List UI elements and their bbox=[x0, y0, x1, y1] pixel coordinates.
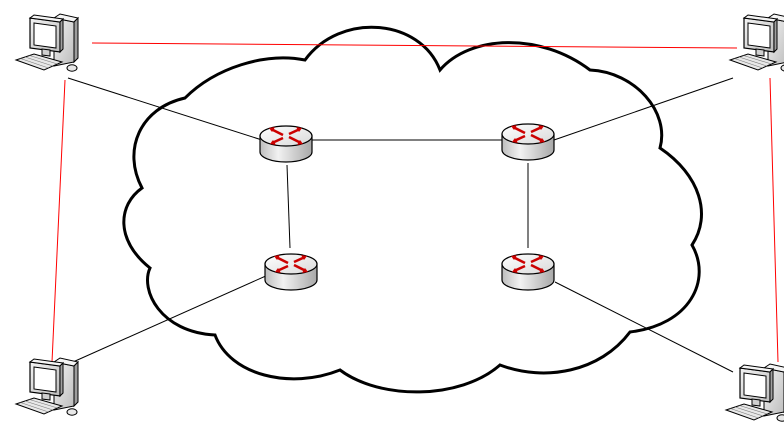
internal-link-left bbox=[286, 164, 291, 249]
computer-bottom-right bbox=[724, 363, 784, 422]
router-icon bbox=[274, 255, 308, 273]
computer-top-right bbox=[728, 13, 784, 72]
router-top-left bbox=[259, 125, 313, 163]
access-link-bottom-right bbox=[554, 281, 734, 373]
network-cloud bbox=[122, 25, 703, 394]
computer-bottom-left bbox=[14, 357, 79, 416]
direct-link-left bbox=[51, 79, 66, 363]
desktop-computer-icon bbox=[14, 13, 79, 72]
direct-links bbox=[51, 42, 779, 363]
router-bottom-left bbox=[264, 253, 318, 291]
router-icon bbox=[511, 255, 545, 273]
router-icon bbox=[511, 125, 545, 143]
access-link-top-left bbox=[67, 77, 263, 141]
router-top-right bbox=[501, 123, 555, 161]
desktop-computer-icon bbox=[728, 13, 784, 72]
desktop-computer-icon bbox=[724, 363, 784, 422]
links bbox=[63, 77, 734, 373]
direct-link-top bbox=[91, 42, 738, 49]
computer-top-left bbox=[14, 13, 79, 72]
router-bottom-right bbox=[501, 253, 555, 291]
access-link-top-right bbox=[553, 77, 734, 141]
desktop-computer-icon bbox=[14, 357, 79, 416]
access-link-bottom-left bbox=[63, 274, 269, 367]
router-icon bbox=[269, 127, 303, 145]
direct-link-right bbox=[769, 77, 779, 363]
